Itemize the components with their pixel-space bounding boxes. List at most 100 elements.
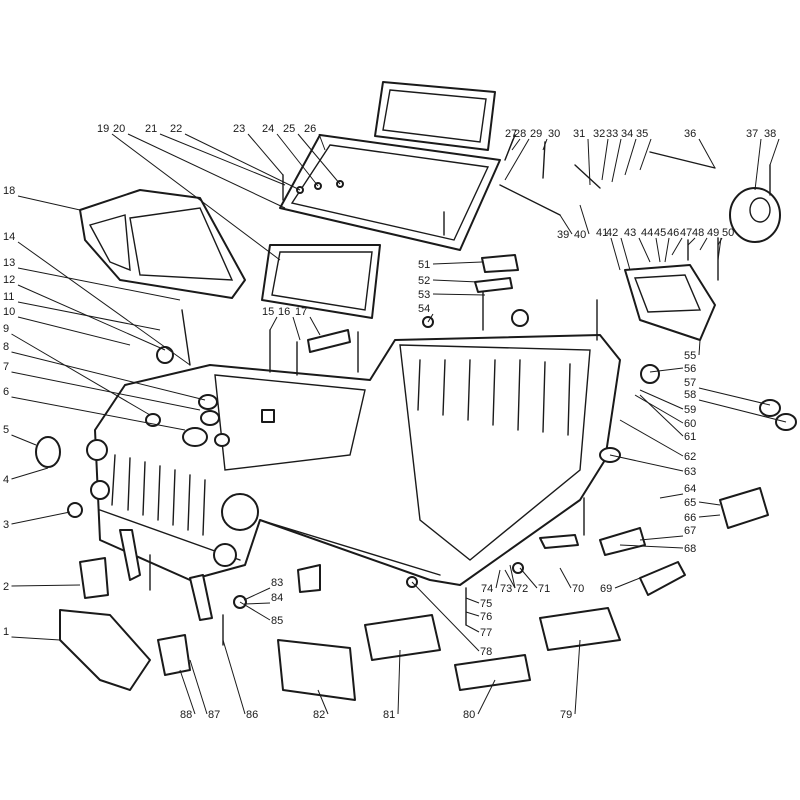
part-label-15: 15	[262, 306, 274, 318]
leader-line-68	[619, 544, 684, 549]
leader-line-71	[519, 567, 538, 589]
leader-line-59	[639, 389, 684, 410]
part-label-76: 76	[480, 611, 492, 623]
leader-line-81	[397, 649, 401, 715]
bed-ribs	[417, 359, 571, 436]
part-label-45: 45	[654, 227, 666, 239]
leader-line-31	[587, 138, 591, 186]
leader-line-32	[601, 138, 609, 181]
part-label-4: 4	[3, 474, 9, 486]
part-label-59: 59	[684, 404, 696, 416]
leader-line-47	[687, 237, 696, 246]
part-label-16: 16	[278, 306, 290, 318]
leader-line-74	[495, 569, 501, 589]
leader-line-8	[11, 351, 206, 401]
part-label-87: 87	[208, 709, 220, 721]
leader-line-60	[634, 394, 684, 424]
leader-line-69	[614, 577, 641, 589]
leader-line-14	[17, 241, 191, 366]
part-label-81: 81	[383, 709, 395, 721]
part-label-85: 85	[271, 615, 283, 627]
leader-line-43	[638, 237, 651, 263]
leader-line-41	[610, 237, 621, 271]
leader-line-79	[574, 639, 581, 715]
leader-line-51	[432, 261, 483, 265]
leader-line-87	[189, 659, 208, 715]
part-label-2: 2	[3, 581, 9, 593]
part-label-23: 23	[233, 123, 245, 135]
part-label-49: 49	[707, 227, 719, 239]
leader-line-22	[184, 133, 301, 191]
part-label-1: 1	[3, 626, 9, 638]
part-label-38: 38	[764, 128, 776, 140]
small-window	[261, 244, 381, 319]
leader-line-62	[619, 419, 684, 457]
part-label-20: 20	[113, 123, 125, 135]
part-label-69: 69	[600, 583, 612, 595]
leader-line-77	[465, 624, 480, 633]
part-label-77: 77	[480, 627, 492, 639]
leader-line-21	[159, 133, 286, 186]
tire	[729, 187, 781, 243]
headlamps	[35, 346, 174, 518]
grille	[86, 439, 259, 567]
leader-line-34	[624, 138, 637, 176]
part-label-62: 62	[684, 451, 696, 463]
leader-line-28	[504, 138, 514, 161]
part-label-60: 60	[684, 418, 696, 430]
part-label-50: 50	[722, 227, 734, 239]
leader-line-19	[111, 133, 281, 261]
part-label-68: 68	[684, 543, 696, 555]
part-label-65: 65	[684, 497, 696, 509]
leader-line-6	[11, 396, 186, 431]
leader-line-58	[698, 399, 787, 423]
part-label-8: 8	[3, 341, 9, 353]
part-label-12: 12	[3, 274, 15, 286]
part-label-63: 63	[684, 466, 696, 478]
leader-line-73	[504, 569, 516, 589]
part-label-27: 27	[505, 128, 517, 140]
leader-line-17	[309, 316, 321, 336]
leader-line-88	[179, 669, 196, 715]
part-label-28: 28	[514, 128, 526, 140]
part-label-17: 17	[295, 306, 307, 318]
leader-line-57	[698, 387, 771, 406]
leader-line-7	[11, 371, 201, 411]
part-label-21: 21	[145, 123, 157, 135]
leader-line-23	[247, 133, 284, 176]
part-label-44: 44	[641, 227, 653, 239]
part-label-57: 57	[684, 377, 696, 389]
part-label-25: 25	[283, 123, 295, 135]
leader-line-48	[699, 237, 708, 251]
leader-line-75	[465, 597, 480, 604]
part-label-34: 34	[621, 128, 633, 140]
leader-line-15	[269, 316, 278, 331]
leader-line-16	[292, 316, 301, 341]
leader-line-85	[239, 601, 271, 621]
part-label-31: 31	[573, 128, 585, 140]
leader-line-24	[276, 133, 319, 187]
part-label-79: 79	[560, 709, 572, 721]
leader-line-66	[698, 514, 721, 518]
leader-line-13	[17, 267, 181, 301]
rear-window	[374, 81, 496, 151]
part-label-71: 71	[538, 583, 550, 595]
leader-line-55	[698, 339, 701, 356]
part-label-51: 51	[418, 259, 430, 271]
part-label-64: 64	[684, 483, 696, 495]
leader-line-25	[297, 133, 341, 185]
part-label-10: 10	[3, 306, 15, 318]
part-label-52: 52	[418, 275, 430, 287]
part-label-58: 58	[684, 389, 696, 401]
part-label-22: 22	[170, 123, 182, 135]
part-label-6: 6	[3, 386, 9, 398]
leader-line-5	[11, 434, 37, 446]
front-parts	[59, 529, 418, 691]
part-label-70: 70	[572, 583, 584, 595]
part-label-54: 54	[418, 303, 430, 315]
part-label-37: 37	[746, 128, 758, 140]
part-label-67: 67	[684, 525, 696, 537]
leader-line-65	[698, 501, 721, 506]
